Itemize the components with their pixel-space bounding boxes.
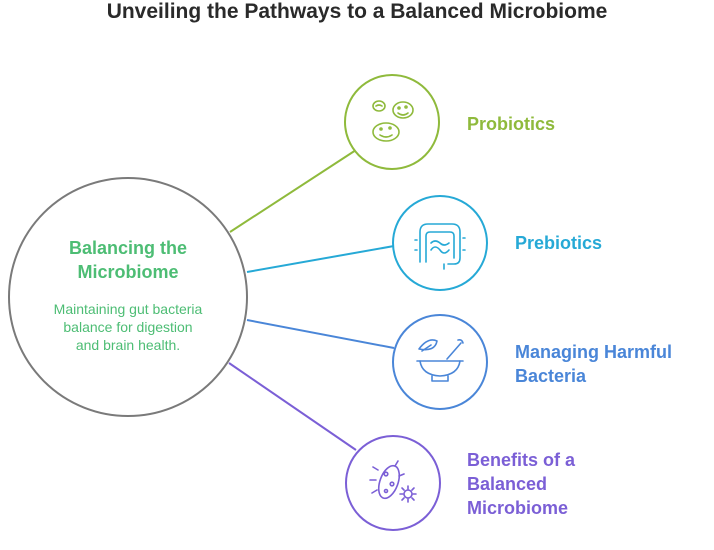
node-prebiotics xyxy=(392,195,488,291)
hub-title: Balancing the Microbiome xyxy=(68,238,188,282)
node-probiotics xyxy=(344,74,440,170)
diagram-title: Unveiling the Pathways to a Balanced Mic… xyxy=(106,0,608,23)
connector-probiotics xyxy=(229,149,357,233)
bacteria-cells-icon xyxy=(372,100,414,142)
label-prebiotics: Prebiotics xyxy=(515,233,603,253)
label-probiotics: Probiotics xyxy=(467,114,556,134)
hub-description: Maintaining gut bacteria balance for dig… xyxy=(53,301,203,353)
hub-circle xyxy=(8,177,248,417)
microbe-gear-icon xyxy=(369,460,417,503)
intestine-icon xyxy=(414,223,466,270)
label-managing-harmful-bacteria: Managing Harmful Bacteria xyxy=(515,342,673,386)
node-benefits xyxy=(345,435,441,531)
node-harmful-bacteria xyxy=(392,314,488,410)
connector-benefits xyxy=(228,362,357,451)
label-benefits: Benefits of a Balanced Microbiome xyxy=(467,450,576,518)
connector-harmful xyxy=(246,319,395,349)
connector-prebiotics xyxy=(246,245,395,273)
mortar-pestle-icon xyxy=(416,339,464,382)
